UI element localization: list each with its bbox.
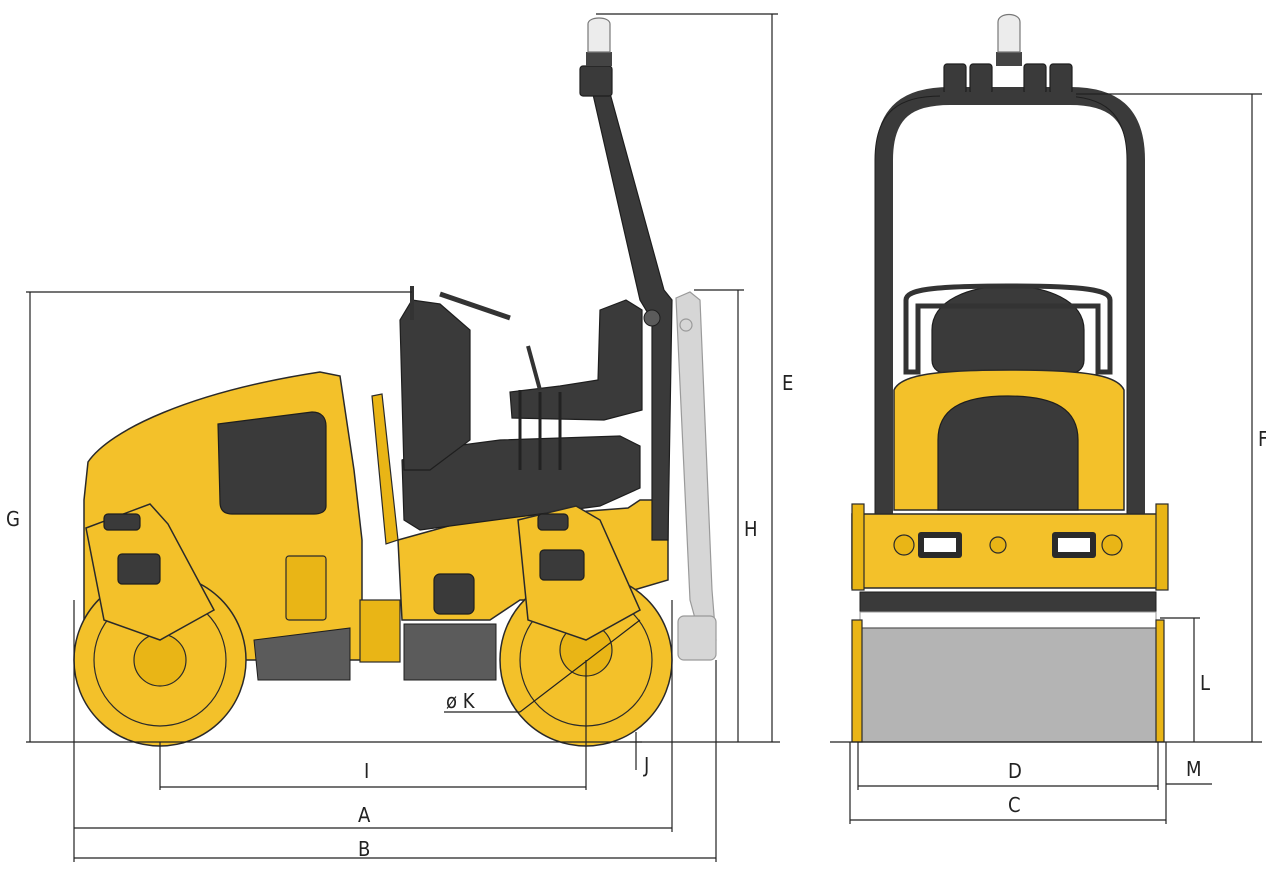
side-dimension-lines (26, 13, 780, 862)
label-k: ø K (446, 689, 476, 713)
guard-rail (371, 393, 399, 545)
center-access-port (433, 573, 475, 615)
service-panel (285, 555, 327, 621)
label-a: A (358, 803, 371, 827)
label-m: M (1186, 757, 1202, 781)
label-f: F (1258, 427, 1266, 451)
articulation-joint (359, 599, 401, 663)
roller-front-view (851, 13, 1169, 743)
rear-chassis-band (253, 627, 351, 681)
label-j: J (643, 753, 649, 777)
operator-seat (509, 299, 643, 421)
hood-window (217, 411, 327, 515)
label-e: E (782, 371, 793, 395)
folded-rops-ghost (675, 291, 717, 661)
work-light-left-2 (969, 63, 993, 95)
roller-side-view (73, 17, 717, 747)
label-g: G (6, 507, 20, 531)
rops-upright (579, 65, 673, 541)
rear-drum (73, 503, 247, 747)
work-light-right (1023, 63, 1047, 95)
work-light-left (943, 63, 967, 95)
front-drum-face (857, 627, 1159, 743)
work-light-right-2 (1049, 63, 1073, 95)
label-i: I (364, 759, 369, 783)
label-h: H (744, 517, 758, 541)
label-l: L (1200, 671, 1210, 695)
warning-beacon-icon (996, 13, 1022, 66)
steering-console (399, 299, 471, 471)
warning-beacon-icon (586, 17, 612, 66)
front-seat (931, 285, 1085, 375)
front-hood-window (937, 395, 1079, 511)
label-d: D (1008, 759, 1022, 783)
label-b: B (358, 837, 370, 861)
label-c: C (1008, 793, 1021, 817)
center-chassis-band (403, 623, 497, 681)
front-dimension-lines (830, 93, 1262, 824)
